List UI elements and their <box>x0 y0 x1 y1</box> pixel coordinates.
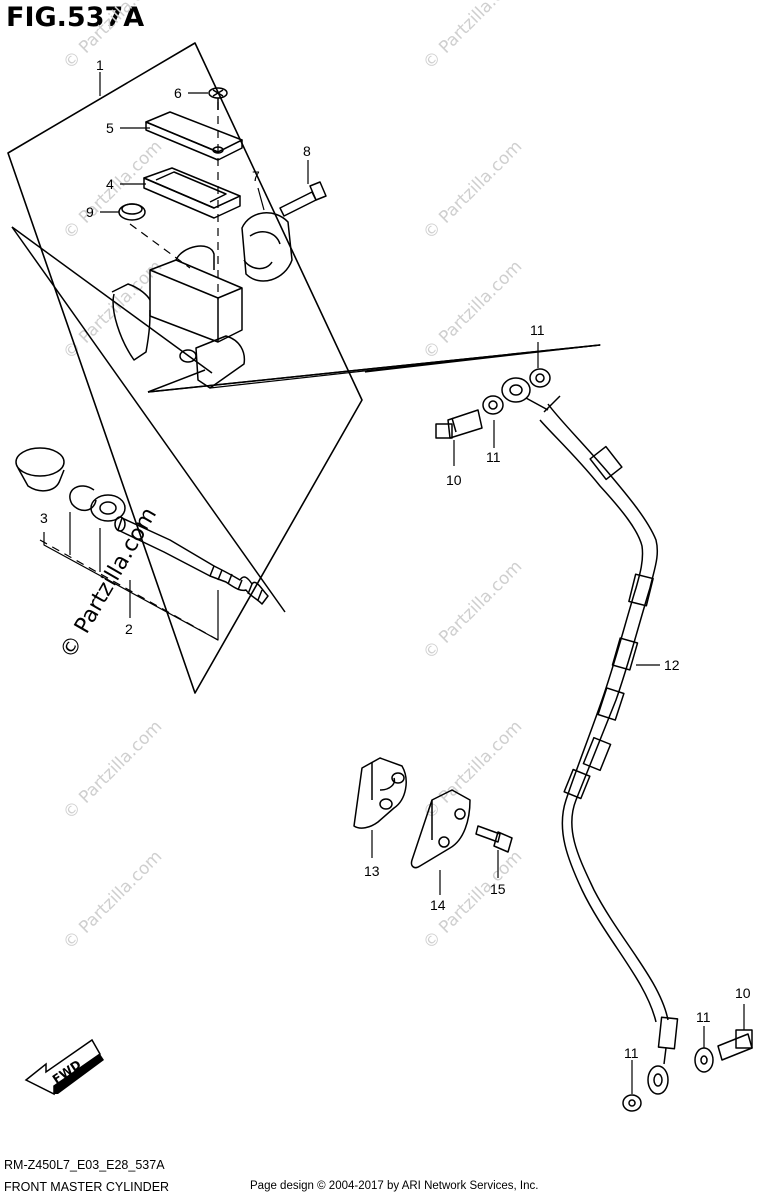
callout-12: 12 <box>664 657 680 673</box>
watermark: © Partzilla.com <box>59 847 166 954</box>
part-11-washer-bottom-2 <box>622 1094 642 1112</box>
figure-title: FIG.537A <box>6 2 145 33</box>
callout-6: 6 <box>174 85 182 101</box>
callout-15: 15 <box>490 881 506 897</box>
callout-5: 5 <box>106 120 114 136</box>
part-12-brake-hose <box>539 395 669 1023</box>
part-7-holder <box>241 212 293 282</box>
callout-8: 8 <box>303 143 311 159</box>
watermark: © Partzilla.com <box>419 717 526 824</box>
part-6-screw <box>208 87 228 110</box>
washer <box>90 494 126 522</box>
callout-11a: 11 <box>530 322 545 338</box>
callout-10b: 10 <box>735 985 751 1001</box>
watermark-dark: © Partzilla.com <box>56 503 163 663</box>
watermark: © Partzilla.com <box>419 0 526 74</box>
callout-2: 2 <box>125 621 133 637</box>
watermark: © Partzilla.com <box>419 257 526 364</box>
callout-3: 3 <box>40 510 48 526</box>
part-3-boot <box>15 447 65 492</box>
part-14-clamp <box>410 789 471 869</box>
banjo-fitting-bottom <box>647 1016 679 1095</box>
part-15-bolt <box>475 825 513 853</box>
watermark: © Partzilla.com <box>419 137 526 244</box>
callout-labels: 1 6 5 4 9 7 8 3 2 11 11 10 12 13 14 15 1… <box>40 57 751 1061</box>
callout-13: 13 <box>364 863 380 879</box>
callout-14: 14 <box>430 897 446 913</box>
copyright-text: Page design © 2004-2017 by ARI Network S… <box>250 1180 539 1192</box>
part-10-bolt-top <box>435 409 483 439</box>
part-5-cap <box>145 111 243 161</box>
part-10-bolt-bottom <box>717 1029 753 1061</box>
part-8-bolt <box>279 181 327 217</box>
watermark: © Partzilla.com <box>419 557 526 664</box>
part-11-washer <box>482 395 504 415</box>
callout-11d: 11 <box>624 1045 639 1061</box>
watermark: © Partzilla.com <box>59 0 166 74</box>
section-name: FRONT MASTER CYLINDER <box>4 1180 170 1194</box>
part-11-washer-bottom <box>694 1047 714 1073</box>
callout-7: 7 <box>252 168 260 184</box>
callout-9: 9 <box>86 204 94 220</box>
part-9-cap <box>118 203 146 221</box>
model-code: RM-Z450L7_E03_E28_537A <box>4 1158 165 1172</box>
assembly-outline <box>7 42 363 694</box>
master-cylinder-body <box>111 245 246 389</box>
part-13-clamp <box>353 757 407 829</box>
fwd-arrow-icon: FWD <box>24 1038 104 1096</box>
callout-10a: 10 <box>446 472 462 488</box>
callout-11c: 11 <box>696 1009 711 1025</box>
part-11-washer <box>529 368 551 388</box>
callout-1: 1 <box>96 57 104 73</box>
circlip <box>69 485 97 512</box>
banjo-fitting-top <box>501 377 549 411</box>
callout-4: 4 <box>106 176 114 192</box>
part-2-piston-spring <box>114 516 269 605</box>
callout-11b: 11 <box>486 449 501 465</box>
part-4-diaphragm <box>143 167 241 219</box>
watermark: © Partzilla.com <box>59 717 166 824</box>
